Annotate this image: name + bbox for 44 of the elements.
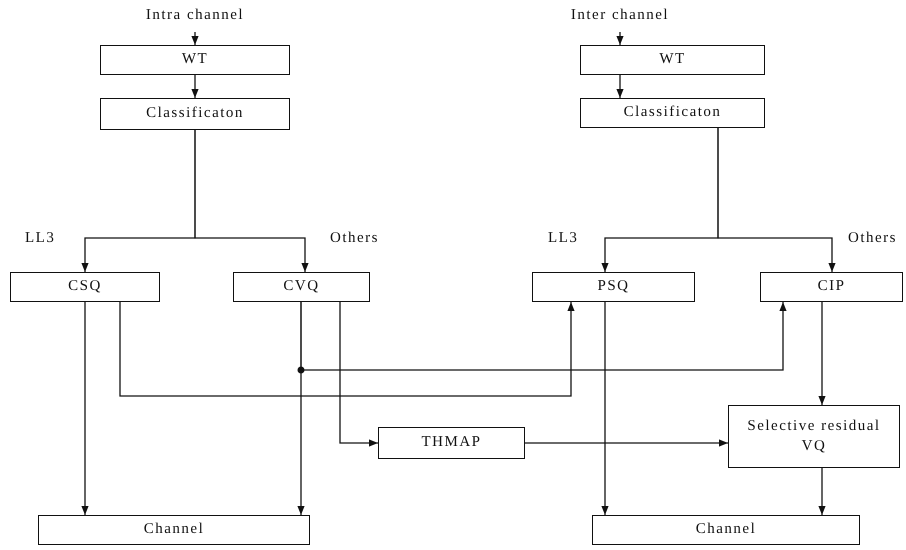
- process-box: [100, 45, 290, 75]
- process-box: [532, 272, 695, 302]
- box-label: Classificaton: [146, 104, 244, 124]
- edge-label: Others: [330, 230, 379, 247]
- box-label: WT: [659, 50, 686, 70]
- box-label: Classificaton: [624, 103, 722, 122]
- arrow: [119, 302, 575, 397]
- process-box: [378, 427, 525, 459]
- box-label: WT: [182, 50, 208, 70]
- arrow: [191, 32, 199, 45]
- box-label: Channel: [144, 520, 204, 540]
- box-label: Channel: [696, 520, 756, 540]
- box-label: Selective residual VQ: [746, 417, 882, 456]
- arrow: [194, 130, 309, 272]
- box-label: CSQ: [68, 277, 102, 296]
- arrow: [81, 302, 89, 515]
- box-label: CIP: [818, 277, 846, 296]
- process-box: [728, 405, 900, 468]
- edge-label: LL3: [548, 230, 578, 247]
- arrow: [300, 302, 787, 371]
- box-label: PSQ: [597, 277, 630, 296]
- process-box: [10, 272, 160, 302]
- process-box: [592, 515, 860, 545]
- input-label: Inter channel: [570, 7, 670, 23]
- arrow: [601, 302, 609, 515]
- box-label: CVQ: [283, 277, 320, 296]
- process-box: [38, 515, 310, 545]
- edge-label: Others: [848, 230, 897, 247]
- arrow: [616, 32, 624, 45]
- arrow: [717, 128, 836, 272]
- process-box: [580, 45, 765, 75]
- process-box: [760, 272, 903, 302]
- arrow: [191, 75, 199, 98]
- arrow: [818, 302, 826, 405]
- process-box: [580, 98, 765, 128]
- arrow: [616, 75, 624, 98]
- arrow: [339, 302, 378, 447]
- arrow: [525, 439, 728, 447]
- arrow: [818, 468, 826, 515]
- process-box: [233, 272, 370, 302]
- edge-label: LL3: [25, 230, 56, 247]
- box-label: THMAP: [421, 433, 482, 452]
- process-box: [100, 98, 290, 130]
- input-label: Intra channel: [146, 7, 244, 23]
